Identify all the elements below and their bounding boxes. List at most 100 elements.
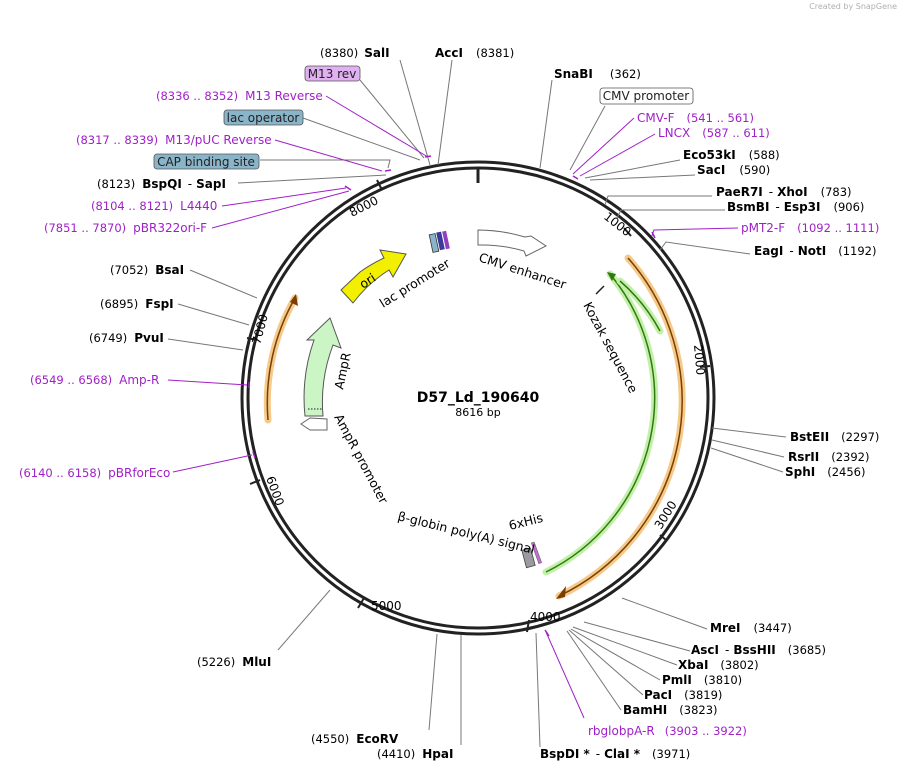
leader-line (260, 159, 391, 169)
leader-line (584, 159, 681, 179)
leader-line (359, 79, 425, 159)
plasmid-name: D57_Ld_190640 (417, 390, 540, 406)
kozak-mark (595, 285, 605, 295)
lac-operator-box-label: lac operator (227, 111, 300, 125)
primer-leaders (167, 95, 739, 719)
bglobin-mark (521, 547, 536, 569)
primer-leader (274, 139, 383, 172)
primer-m13-reverse: (8336 .. 8352)M13 Reverse (156, 89, 323, 103)
leader-line (616, 209, 725, 219)
orf-green-outer-head (607, 272, 616, 281)
site-hpai: (4410)HpaI (377, 747, 453, 761)
site-paci: PacI(3819) (644, 688, 722, 702)
m13-rev-box (304, 65, 361, 82)
tick-mark (357, 597, 365, 609)
primer-leader (211, 190, 350, 229)
primer-amp-r: (6549 .. 6568)Amp-R (30, 373, 159, 387)
leader-lines (167, 59, 787, 748)
site-fspi: (6895)FspI (100, 297, 174, 311)
feature-label-ori: ori (356, 270, 378, 291)
primer-marks (248, 155, 656, 637)
leader-line (569, 105, 606, 171)
primer-m13-puc-reverse: (8317 .. 8339)M13/pUC Reverse (76, 133, 272, 147)
site-paer7i-xhoi: PaeR7I-XhoI(783) (716, 185, 852, 199)
his-tag-mark (530, 541, 542, 564)
leader-line (399, 59, 431, 166)
site-bsteii: BstEII(2297) (790, 430, 879, 444)
cap-binding-box (153, 153, 260, 170)
site-asci-bsshii: AscI-BssHII(3685) (691, 643, 826, 657)
primer-lncx: LNCX(587 .. 611) (658, 126, 770, 140)
primer-mark (572, 175, 579, 180)
primer-leader (172, 454, 253, 473)
orf-green-inner-core (619, 280, 661, 332)
primer-leader (221, 187, 347, 207)
leader-line (237, 174, 387, 184)
leader-line (437, 59, 453, 166)
primer-pbr322ori-f: (7851 .. 7870)pBR322ori-F (44, 221, 207, 235)
lac-operator-mark (436, 231, 445, 251)
site-snabi: SnaBI(362) (554, 67, 641, 81)
leader-line (568, 629, 644, 696)
leader-line (710, 447, 784, 473)
backbone-outer (240, 160, 716, 636)
ori-arrow (340, 249, 407, 304)
primer-leader (167, 379, 248, 386)
orf-orange-outer-head (556, 586, 566, 599)
feature-label-6xhis: 6xHis (507, 510, 544, 533)
site-bsmbi-esp3i: BsmBI-Esp3I(906) (727, 200, 864, 214)
site-acci: AccI(8381) (435, 46, 514, 60)
primer-leader (651, 227, 739, 237)
tick-mark (249, 479, 261, 485)
site-sali: (8380)SalI (320, 46, 390, 60)
lac-operator-box (223, 109, 304, 126)
site-rsrii: RsrII(2392) (788, 450, 869, 464)
leader-line (570, 628, 661, 681)
orf-orange-outer-core (558, 257, 683, 597)
site-pmli: PmlI(3810) (662, 673, 742, 687)
primer-leader (325, 95, 429, 158)
ampr-promoter-arrow (300, 417, 328, 431)
leader-line (535, 632, 541, 748)
primer-mark (651, 231, 656, 239)
primer-pbrforeco: (6140 .. 6158)pBRforEco (19, 466, 170, 480)
site-bspdi-clai: BspDI *-ClaI *(3971) (540, 747, 690, 761)
leader-line (572, 626, 678, 666)
leader-line (589, 174, 696, 181)
primer-cmv-f: CMV-F(541 .. 561) (637, 111, 754, 125)
leader-line (566, 630, 622, 711)
site-bamhi: BamHI(3823) (623, 703, 718, 717)
leader-line (167, 338, 244, 351)
leader-line (177, 303, 250, 326)
m13-mark (442, 230, 450, 250)
ampr-arrow (303, 317, 342, 417)
tick-mark (246, 337, 258, 341)
tick-label-5000: 5000 (371, 599, 402, 613)
primer-rbglobpa-r: rbglobpA-R(3903 .. 3922) (588, 724, 747, 738)
cmv-enhancer-arrow (477, 229, 547, 257)
site-mrei: MreI(3447) (710, 621, 792, 635)
primer-leader (572, 117, 635, 175)
leader-line (277, 589, 331, 651)
tick-mark (699, 365, 711, 368)
tick-mark (376, 179, 383, 191)
leader-line (659, 241, 751, 255)
site-eagi-noti: EagI-NotI(1192) (754, 244, 876, 258)
primer-pmt2-f: pMT2-F(1092 .. 1111) (741, 221, 879, 235)
tick-label-7000: 7000 (249, 313, 270, 346)
primer-leader (545, 631, 585, 719)
cap-binding-box-label: CAP binding site (157, 155, 255, 169)
tick-mark (526, 619, 530, 633)
site-xbai: XbaI(3802) (678, 658, 759, 672)
leader-line (711, 427, 787, 438)
primer-leader (579, 133, 656, 177)
lac-promoter-mark (428, 233, 440, 253)
primer-mark (344, 185, 352, 191)
feature-label-cmv-enhancer: CMV enhancer (477, 250, 569, 293)
leader-line (621, 597, 708, 630)
leader-line (428, 633, 438, 731)
plasmid-size: 8616 bp (455, 406, 500, 419)
orf-orange-left-head (290, 294, 298, 306)
primer-mark (384, 169, 392, 172)
tick-mark (623, 227, 632, 237)
